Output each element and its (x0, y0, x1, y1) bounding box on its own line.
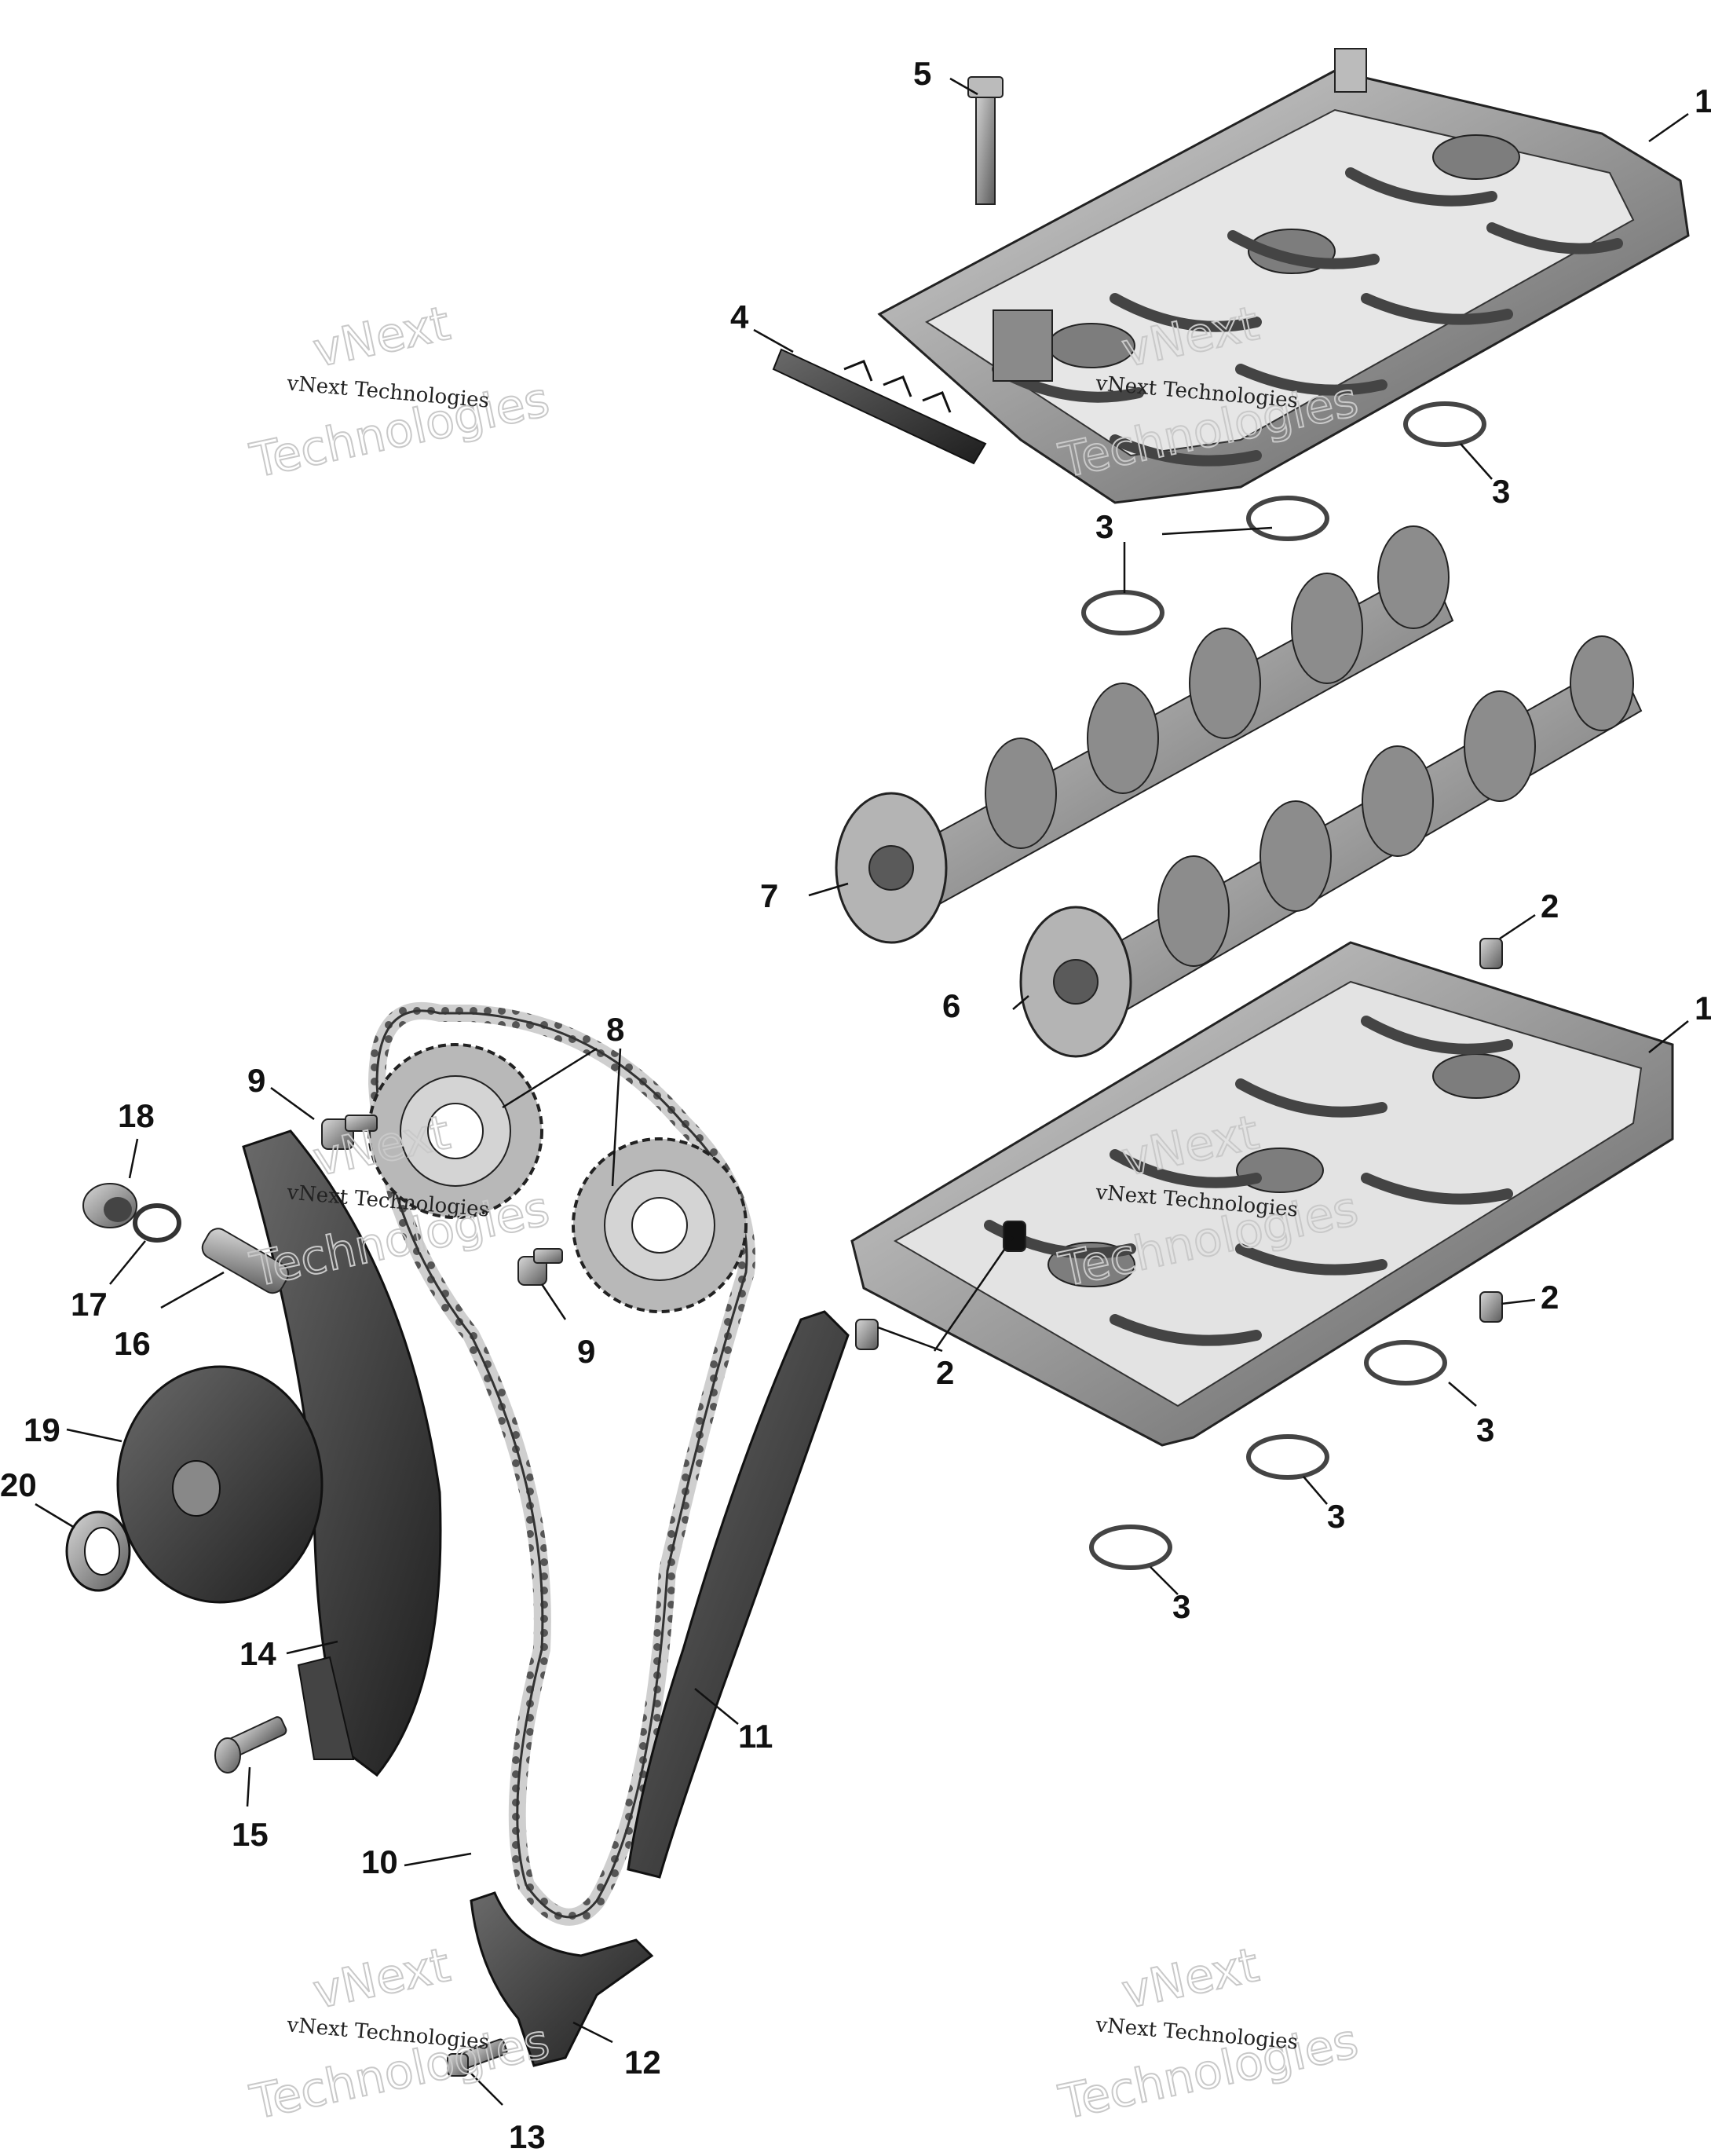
tensioner-guide-part-14 (242, 1129, 442, 1777)
callout-9: 9 (577, 1333, 595, 1370)
camshaft-sprockets-part-8 (367, 1043, 748, 1313)
callout-1: 1 (1695, 990, 1711, 1027)
callout-6: 6 (942, 987, 960, 1024)
callout-7: 7 (760, 877, 778, 914)
screw-part-13 (447, 2038, 508, 2077)
callout-15: 15 (232, 1816, 269, 1853)
callout-14: 14 (239, 1635, 276, 1672)
lower-chain-guide-part-12 (470, 1891, 654, 2067)
callout-1: 1 (1695, 82, 1711, 119)
tensioner-assembly-parts-16-18 (82, 1183, 290, 1294)
callout-3: 3 (1492, 473, 1510, 510)
screw-part-5 (967, 76, 1004, 205)
callout-17: 17 (71, 1286, 108, 1323)
callout-3: 3 (1327, 1498, 1345, 1535)
callout-8: 8 (606, 1011, 624, 1048)
callout-4: 4 (730, 298, 749, 335)
callout-20: 20 (0, 1466, 37, 1503)
leader-lines (35, 77, 1689, 2106)
sprocket-wheel-part-19 (116, 1365, 324, 1604)
callout-2: 2 (936, 1354, 954, 1391)
chain-guide-part-11 (627, 1310, 850, 1879)
callouts: 1 1 2 2 2 3 3 3 3 3 3 4 5 6 7 8 9 9 10 1… (0, 55, 1711, 2155)
callout-2: 2 (1541, 888, 1559, 924)
callout-2: 2 (1541, 1279, 1559, 1316)
svg-text:vNext: vNext (1117, 1938, 1263, 2020)
callout-11: 11 (738, 1718, 773, 1755)
callout-13: 13 (509, 2118, 546, 2155)
callout-3: 3 (1095, 508, 1113, 545)
callout-3: 3 (1172, 1588, 1190, 1625)
exhaust-camshaft-part-6 (1019, 635, 1643, 1058)
upper-camshaft-bearing-frame (877, 48, 1690, 504)
callout-12: 12 (624, 2044, 661, 2081)
pivot-bolt-part-15 (214, 1716, 287, 1773)
callout-18: 18 (118, 1097, 155, 1134)
svg-text:vNext: vNext (309, 1938, 455, 2020)
callout-10: 10 (361, 1843, 398, 1880)
lower-camshaft-bearing-frame (850, 941, 1674, 1447)
callout-19: 19 (24, 1411, 60, 1448)
svg-text:vNext: vNext (309, 296, 455, 379)
intake-camshaft-part-7 (835, 525, 1454, 944)
watermark-top-left: vNext Technologies vNext Technologies (245, 295, 555, 490)
callout-3: 3 (1476, 1411, 1494, 1448)
dowel-pins-part-2 (855, 938, 1503, 1350)
spacer-ring-part-20 (65, 1510, 131, 1592)
snap-rings-part-3 (1081, 401, 1486, 1570)
watermark-bottom-right: vNext Technologies vNext Technologies (1054, 1937, 1364, 2132)
callout-5: 5 (913, 55, 931, 92)
callout-9: 9 (247, 1062, 265, 1099)
chain-guide-insert-part-4 (772, 348, 987, 465)
callout-16: 16 (114, 1325, 151, 1362)
sprocket-screws-part-9 (321, 1115, 563, 1286)
